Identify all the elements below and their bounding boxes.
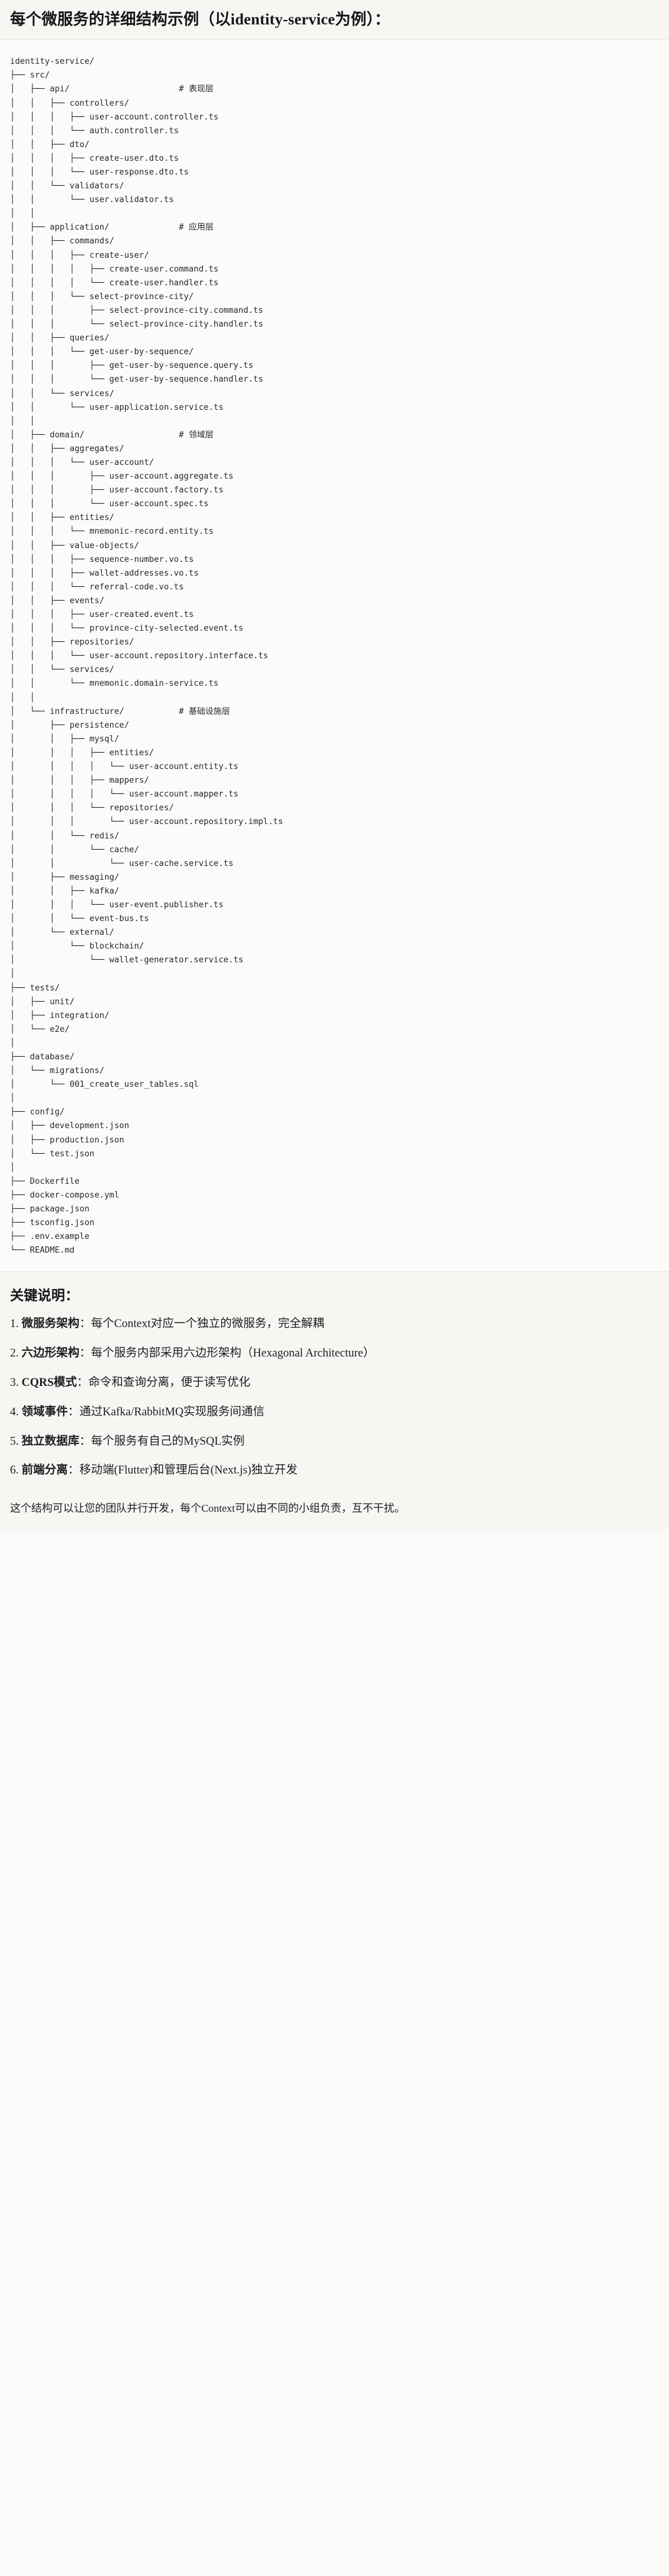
list-item: 4. 领域事件：通过Kafka/RabbitMQ实现服务间通信 — [10, 1404, 659, 1421]
closing-block: 这个结构可以让您的团队并行开发，每个Context可以由不同的小组负责，互不干扰… — [0, 1498, 669, 1530]
note-separator: ： — [68, 1405, 80, 1418]
note-number: 6. — [10, 1464, 19, 1477]
note-body: 移动端(Flutter)和管理后台(Next.js)独立开发 — [79, 1464, 298, 1477]
note-lead: 领域事件 — [21, 1405, 68, 1418]
note-number: 1. — [10, 1318, 19, 1331]
note-number: 5. — [10, 1435, 19, 1448]
title-block: 每个微服务的详细结构示例（以identity-service为例）： — [0, 0, 669, 41]
list-item: 5. 独立数据库：每个服务有自己的MySQL实例 — [10, 1433, 659, 1450]
page-title: 每个微服务的详细结构示例（以identity-service为例）： — [10, 11, 391, 28]
note-body: 每个Context对应一个独立的微服务，完全解耦 — [91, 1318, 324, 1331]
closing-paragraph: 这个结构可以让您的团队并行开发，每个Context可以由不同的小组负责，互不干扰… — [10, 1502, 405, 1515]
note-lead: 独立数据库 — [21, 1435, 80, 1448]
note-separator: ： — [68, 1464, 80, 1477]
note-lead: 前端分离 — [21, 1464, 68, 1477]
key-notes-heading: 关键说明： — [10, 1288, 79, 1304]
note-separator: ： — [79, 1318, 91, 1331]
list-item: 1. 微服务架构：每个Context对应一个独立的微服务，完全解耦 — [10, 1316, 659, 1333]
note-separator: ： — [79, 1435, 91, 1448]
note-body: 命令和查询分离，便于读写优化 — [88, 1377, 251, 1390]
note-separator: ： — [76, 1377, 89, 1390]
note-body: 通过Kafka/RabbitMQ实现服务间通信 — [79, 1405, 265, 1418]
note-number: 4. — [10, 1405, 19, 1418]
list-item: 6. 前端分离：移动端(Flutter)和管理后台(Next.js)独立开发 — [10, 1462, 659, 1479]
note-number: 3. — [10, 1377, 19, 1390]
note-lead: 微服务架构 — [21, 1318, 80, 1331]
note-separator: ： — [79, 1347, 91, 1360]
directory-tree-block: identity-service/ ├── src/ │ ├── api/ # … — [0, 40, 669, 1273]
list-item: 3. CQRS模式：命令和查询分离，便于读写优化 — [10, 1375, 659, 1392]
note-lead: 六边形架构 — [21, 1347, 80, 1360]
note-number: 2. — [10, 1347, 19, 1360]
note-body: 每个服务内部采用六边形架构（Hexagonal Architecture） — [91, 1347, 375, 1360]
directory-tree: identity-service/ ├── src/ │ ├── api/ # … — [10, 57, 283, 1256]
key-notes-list: 1. 微服务架构：每个Context对应一个独立的微服务，完全解耦 2. 六边形… — [10, 1316, 659, 1479]
note-lead: CQRS模式 — [21, 1377, 77, 1390]
key-notes-block: 关键说明： 1. 微服务架构：每个Context对应一个独立的微服务，完全解耦 … — [0, 1272, 669, 1499]
note-body: 每个服务有自己的MySQL实例 — [91, 1435, 245, 1448]
list-item: 2. 六边形架构：每个服务内部采用六边形架构（Hexagonal Archite… — [10, 1345, 659, 1362]
